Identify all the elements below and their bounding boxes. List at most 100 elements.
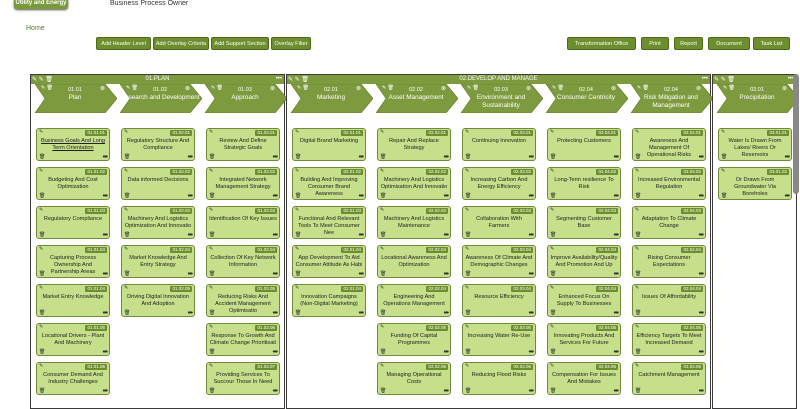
card-edit-icon[interactable]: ✎ xyxy=(209,207,214,213)
card-more-icon[interactable]: ••• xyxy=(528,193,534,200)
stage-menu-icon[interactable]: ••• xyxy=(787,76,794,82)
toolbar-button-report[interactable]: Report xyxy=(674,37,703,50)
card-edit-icon[interactable]: ✎ xyxy=(295,246,300,252)
chevron-close-icon[interactable]: ⊗ xyxy=(440,86,446,92)
card-edit-icon[interactable]: ✎ xyxy=(124,285,129,291)
card-edit-icon[interactable]: ✎ xyxy=(124,129,129,135)
card-edit-icon[interactable]: ✎ xyxy=(550,168,555,174)
card-edit-icon[interactable]: ✎ xyxy=(124,207,129,213)
card-edit-icon[interactable]: ✎ xyxy=(635,285,640,291)
card-edit-icon[interactable]: ✎ xyxy=(380,168,385,174)
card-more-icon[interactable]: ••• xyxy=(613,349,619,356)
card-delete-icon[interactable]: 🗑 xyxy=(465,349,472,355)
card-edit-icon[interactable]: ✎ xyxy=(635,207,640,213)
card-more-icon[interactable]: ••• xyxy=(698,193,704,200)
card-delete-icon[interactable]: 🗑 xyxy=(550,232,557,238)
card-more-icon[interactable]: ••• xyxy=(358,154,364,161)
card-delete-icon[interactable]: 🗑 xyxy=(721,193,728,199)
card-delete-icon[interactable]: 🗑 xyxy=(124,193,131,199)
card-edit-icon[interactable]: ✎ xyxy=(295,285,300,291)
card-more-icon[interactable]: ••• xyxy=(698,232,704,239)
card-edit-icon[interactable]: ✎ xyxy=(39,285,44,291)
card-more-icon[interactable]: ••• xyxy=(443,310,449,317)
card-edit-icon[interactable]: ✎ xyxy=(550,207,555,213)
chevron-edit-icon[interactable]: ✎ 🗑 xyxy=(297,85,309,91)
chevron-edit-icon[interactable]: ✎ 🗑 xyxy=(126,85,138,91)
card-edit-icon[interactable]: ✎ xyxy=(124,246,129,252)
card-more-icon[interactable]: ••• xyxy=(613,388,619,395)
chevron-edit-icon[interactable]: ✎ 🗑 xyxy=(467,85,479,91)
card-more-icon[interactable]: ••• xyxy=(272,232,278,239)
card-edit-icon[interactable]: ✎ xyxy=(380,246,385,252)
chevron-close-icon[interactable]: ⊗ xyxy=(99,86,105,92)
card-more-icon[interactable]: ••• xyxy=(272,271,278,278)
card-more-icon[interactable]: ••• xyxy=(272,349,278,356)
card-delete-icon[interactable]: 🗑 xyxy=(209,154,216,160)
card-delete-icon[interactable]: 🗑 xyxy=(39,154,46,160)
card-delete-icon[interactable]: 🗑 xyxy=(39,232,46,238)
chevron-edit-icon[interactable]: ✎ 🗑 xyxy=(552,85,564,91)
card-edit-icon[interactable]: ✎ xyxy=(209,168,214,174)
card-edit-icon[interactable]: ✎ xyxy=(721,129,726,135)
card-delete-icon[interactable]: 🗑 xyxy=(39,388,46,394)
card-delete-icon[interactable]: 🗑 xyxy=(465,193,472,199)
card-more-icon[interactable]: ••• xyxy=(443,388,449,395)
stage-header-edit-icon[interactable]: ✎ ✎ 🗑 xyxy=(32,77,54,83)
card-edit-icon[interactable]: ✎ xyxy=(380,285,385,291)
toolbar-button-print[interactable]: Print xyxy=(641,37,669,50)
card-more-icon[interactable]: ••• xyxy=(528,388,534,395)
card-more-icon[interactable]: ••• xyxy=(443,193,449,200)
card-more-icon[interactable]: ••• xyxy=(358,271,364,278)
chevron-edit-icon[interactable]: ✎ 🗑 xyxy=(211,85,223,91)
toolbar-button-document[interactable]: Document xyxy=(708,37,750,50)
card-delete-icon[interactable]: 🗑 xyxy=(465,232,472,238)
card-delete-icon[interactable]: 🗑 xyxy=(550,271,557,277)
card-delete-icon[interactable]: 🗑 xyxy=(380,271,387,277)
card-more-icon[interactable]: ••• xyxy=(528,154,534,161)
card-more-icon[interactable]: ••• xyxy=(443,349,449,356)
chevron-close-icon[interactable]: ⊗ xyxy=(781,86,787,92)
card-edit-icon[interactable]: ✎ xyxy=(465,363,470,369)
stage-header-edit-icon[interactable]: ✎ ✎ 🗑 xyxy=(714,77,736,83)
card-edit-icon[interactable]: ✎ xyxy=(635,168,640,174)
card-edit-icon[interactable]: ✎ xyxy=(465,285,470,291)
card-edit-icon[interactable]: ✎ xyxy=(635,129,640,135)
chevron-edit-icon[interactable]: ✎ 🗑 xyxy=(637,85,649,91)
card-delete-icon[interactable]: 🗑 xyxy=(209,232,216,238)
card-more-icon[interactable]: ••• xyxy=(102,271,108,278)
card-edit-icon[interactable]: ✎ xyxy=(39,129,44,135)
toolbar-button-add-overlay-criteria[interactable]: Add Overlay Criteria xyxy=(153,37,209,50)
card-more-icon[interactable]: ••• xyxy=(272,388,278,395)
card-edit-icon[interactable]: ✎ xyxy=(209,129,214,135)
card-delete-icon[interactable]: 🗑 xyxy=(550,193,557,199)
